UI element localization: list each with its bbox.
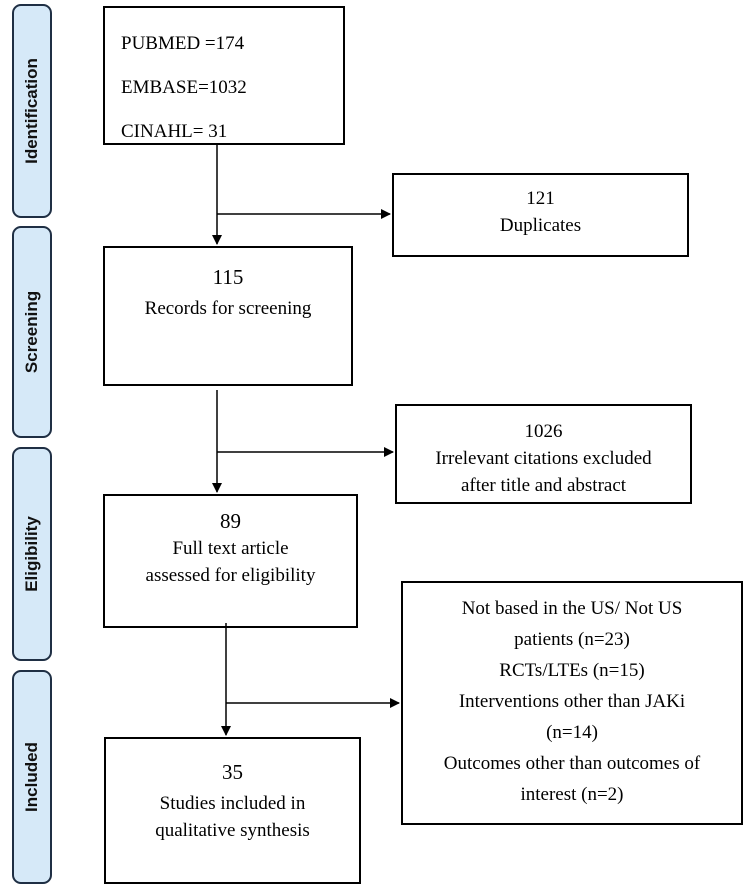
exclusion-line-7: interest (n=2)	[520, 784, 624, 805]
source-embase: EMBASE=1032	[121, 77, 247, 98]
exclusion-line-3: RCTs/LTEs (n=15)	[499, 660, 645, 681]
exclusion-line-1: Not based in the US/ Not US	[461, 598, 683, 619]
sources-box: PUBMED =174 EMBASE=1032 CINAHL= 31	[103, 6, 345, 145]
stage-eligibility: Eligibility	[12, 447, 52, 661]
exclusion-line-6: Outcomes other than outcomes of	[443, 753, 701, 774]
screening-box: 115 Records for screening	[103, 246, 353, 386]
duplicates-box: 121 Duplicates	[392, 173, 689, 257]
stage-included: Included	[12, 670, 52, 884]
irrelevant-line1: Irrelevant citations excluded	[435, 448, 652, 469]
irrelevant-line2: after title and abstract	[460, 475, 627, 496]
duplicates-count: 121	[526, 188, 555, 209]
stage-screening: Screening	[12, 226, 52, 438]
source-cinahl: CINAHL= 31	[121, 121, 228, 142]
exclusions-box: Not based in the US/ Not US patients (n=…	[401, 581, 743, 825]
exclusion-line-4: Interventions other than JAKi	[458, 691, 686, 712]
eligibility-line1: Full text article	[172, 538, 289, 559]
stage-identification: Identification	[12, 4, 52, 218]
eligibility-count: 89	[220, 509, 241, 533]
exclusion-line-2: patients (n=23)	[514, 629, 630, 650]
irrelevant-box: 1026 Irrelevant citations excluded after…	[395, 404, 692, 504]
irrelevant-count: 1026	[524, 421, 563, 442]
included-line1: Studies included in	[159, 793, 306, 814]
included-count: 35	[222, 760, 243, 784]
included-box: 35 Studies included in qualitative synth…	[104, 737, 361, 884]
exclusion-line-5: (n=14)	[546, 722, 598, 743]
duplicates-label: Duplicates	[499, 215, 582, 236]
screening-label: Records for screening	[144, 298, 312, 319]
eligibility-box: 89 Full text article assessed for eligib…	[103, 494, 358, 628]
eligibility-line2: assessed for eligibility	[145, 565, 316, 586]
included-line2: qualitative synthesis	[155, 820, 310, 841]
screening-count: 115	[212, 265, 244, 289]
source-pubmed: PUBMED =174	[121, 33, 245, 54]
